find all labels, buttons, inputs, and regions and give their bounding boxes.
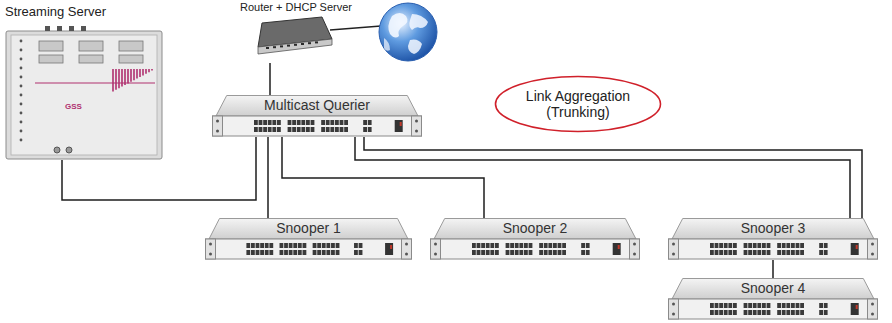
router-device: Router + DHCP Server <box>240 1 370 63</box>
network-switch: Multicast Querier <box>212 95 422 137</box>
streaming-server: Streaming ServerGSS <box>5 4 163 160</box>
node-label: Router + DHCP Server <box>240 1 352 13</box>
network-cable <box>282 137 484 218</box>
node-label: Snooper 3 <box>668 220 878 236</box>
network-cable <box>364 137 862 218</box>
network-cable <box>269 63 271 95</box>
internet-globe <box>379 3 437 61</box>
network-switch: Snooper 2 <box>430 218 640 260</box>
node-label: Streaming Server <box>5 4 106 19</box>
network-cable <box>772 260 774 278</box>
network-switch: Snooper 3 <box>668 218 878 260</box>
node-label: Snooper 2 <box>430 220 640 236</box>
callout-ellipse: Link Aggregation (Trunking) <box>494 75 662 133</box>
node-label: Link Aggregation (Trunking) <box>514 88 642 120</box>
node-label: Snooper 1 <box>205 220 412 236</box>
device-marking: GSS <box>65 102 82 111</box>
server-illustration <box>5 4 163 160</box>
network-cable <box>267 137 269 218</box>
network-switch: Snooper 1 <box>205 218 412 260</box>
node-label: Multicast Querier <box>212 97 422 113</box>
network-cable <box>355 137 850 218</box>
globe-wire <box>330 26 381 30</box>
node-label: Snooper 4 <box>668 280 878 296</box>
network-switch: Snooper 4 <box>668 278 878 320</box>
